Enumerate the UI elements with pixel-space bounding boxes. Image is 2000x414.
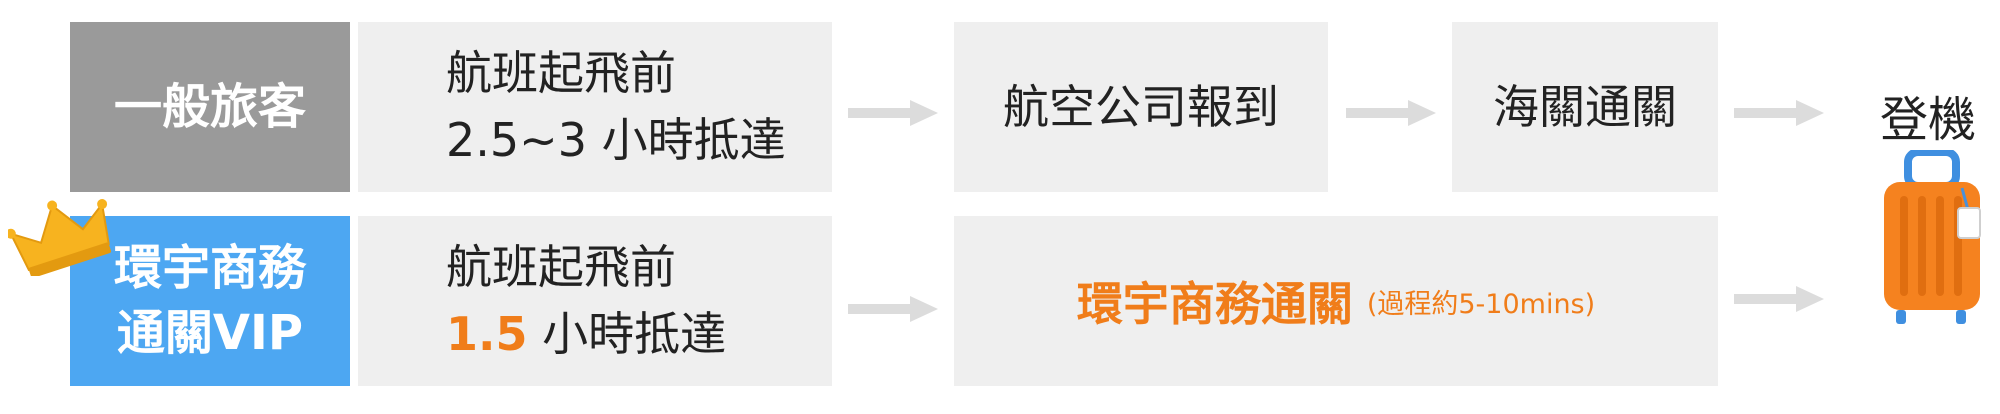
customs-step: 海關通關	[1452, 22, 1718, 192]
general-traveler-label-text: 一般旅客	[113, 78, 306, 135]
crown-icon	[8, 199, 112, 276]
arrow-right-icon	[1734, 286, 1824, 312]
arrow-right-icon	[848, 296, 938, 322]
vip-arrival-suffix: 小時抵達	[527, 307, 727, 361]
arrow-right-icon	[1734, 100, 1824, 126]
vip-arrival-hours: 1.5	[446, 307, 528, 361]
vip-arrival-step: 航班起飛前 1.5 小時抵達	[358, 216, 832, 386]
arrow-right-icon	[848, 100, 938, 126]
general-traveler-label: 一般旅客	[70, 22, 350, 192]
airline-checkin-label: 航空公司報到	[1003, 79, 1279, 134]
boarding-label: 登機	[1880, 92, 1977, 148]
arrow-right-icon	[1346, 100, 1436, 126]
general-arrival-line1: 航班起飛前	[446, 46, 676, 101]
general-arrival-line2: 2.5~3 小時抵達	[446, 113, 786, 167]
vip-label: 環宇商務 通關VIP	[70, 216, 350, 386]
suitcase-icon	[1884, 150, 1981, 324]
general-arrival-step: 航班起飛前 2.5~3 小時抵達	[358, 22, 832, 192]
vip-arrival-line2: 1.5 小時抵達	[446, 301, 726, 368]
vip-service-note: (過程約5-10mins)	[1366, 288, 1596, 320]
vip-arrival-line1: 航班起飛前	[446, 240, 676, 295]
customs-label: 海關通關	[1493, 79, 1677, 134]
vip-service-step: 環宇商務通關 (過程約5-10mins)	[954, 216, 1718, 386]
vip-label-line1: 環宇商務	[113, 240, 306, 297]
vip-service-label: 環宇商務通關	[1076, 277, 1353, 331]
airline-checkin-step: 航空公司報到	[954, 22, 1328, 192]
vip-label-line2: 通關VIP	[116, 305, 304, 361]
